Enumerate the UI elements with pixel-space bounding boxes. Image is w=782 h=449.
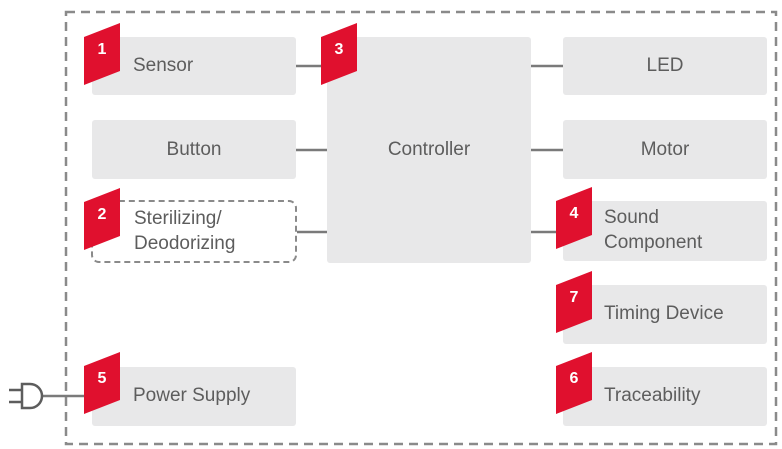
timing-device-label: Timing Device bbox=[604, 303, 724, 325]
sound-component-block: Sound Component bbox=[563, 201, 767, 261]
sensor-label: Sensor bbox=[133, 54, 194, 76]
traceability-label: Traceability bbox=[604, 385, 701, 407]
badge-shape-icon bbox=[321, 23, 357, 85]
controller-block: Controller bbox=[327, 37, 531, 263]
badge-power-supply-number: 5 bbox=[97, 370, 107, 387]
motor-block: Motor bbox=[563, 120, 767, 179]
sensor-block: Sensor bbox=[92, 37, 296, 95]
motor-label: Motor bbox=[640, 138, 690, 160]
badge-controller: 3 bbox=[321, 23, 357, 85]
badge-sensor-number: 1 bbox=[97, 41, 107, 58]
badge-timing-device: 7 bbox=[556, 271, 592, 333]
power-plug-icon bbox=[9, 382, 44, 410]
button-block: Button bbox=[92, 120, 296, 179]
sound-component-label: Sound Component bbox=[604, 207, 703, 253]
badge-controller-number: 3 bbox=[334, 41, 344, 58]
power-supply-label: Power Supply bbox=[133, 385, 251, 407]
led-block: LED bbox=[563, 37, 767, 95]
badge-shape-icon bbox=[556, 352, 592, 414]
badge-shape-icon bbox=[556, 187, 592, 249]
power-supply-block: Power Supply bbox=[92, 367, 296, 426]
badge-traceability: 6 bbox=[556, 352, 592, 414]
badge-sterilizing: 2 bbox=[84, 188, 120, 250]
sterilizing-block: Sterilizing/ Deodorizing bbox=[91, 200, 297, 263]
badge-sterilizing-number: 2 bbox=[97, 206, 107, 223]
badge-shape-icon bbox=[84, 352, 120, 414]
timing-device-block: Timing Device bbox=[563, 285, 767, 344]
badge-sound-component-number: 4 bbox=[569, 205, 579, 222]
button-label: Button bbox=[166, 138, 222, 160]
badge-traceability-number: 6 bbox=[569, 370, 579, 387]
badge-shape-icon bbox=[84, 23, 120, 85]
badge-timing-device-number: 7 bbox=[569, 289, 579, 306]
sterilizing-label: Sterilizing/ Deodorizing bbox=[134, 207, 236, 254]
led-label: LED bbox=[646, 55, 684, 76]
badge-shape-icon bbox=[84, 188, 120, 250]
badge-shape-icon bbox=[556, 271, 592, 333]
badge-power-supply: 5 bbox=[84, 352, 120, 414]
controller-label: Controller bbox=[387, 139, 471, 160]
traceability-block: Traceability bbox=[563, 367, 767, 426]
badge-sound-component: 4 bbox=[556, 187, 592, 249]
badge-sensor: 1 bbox=[84, 23, 120, 85]
